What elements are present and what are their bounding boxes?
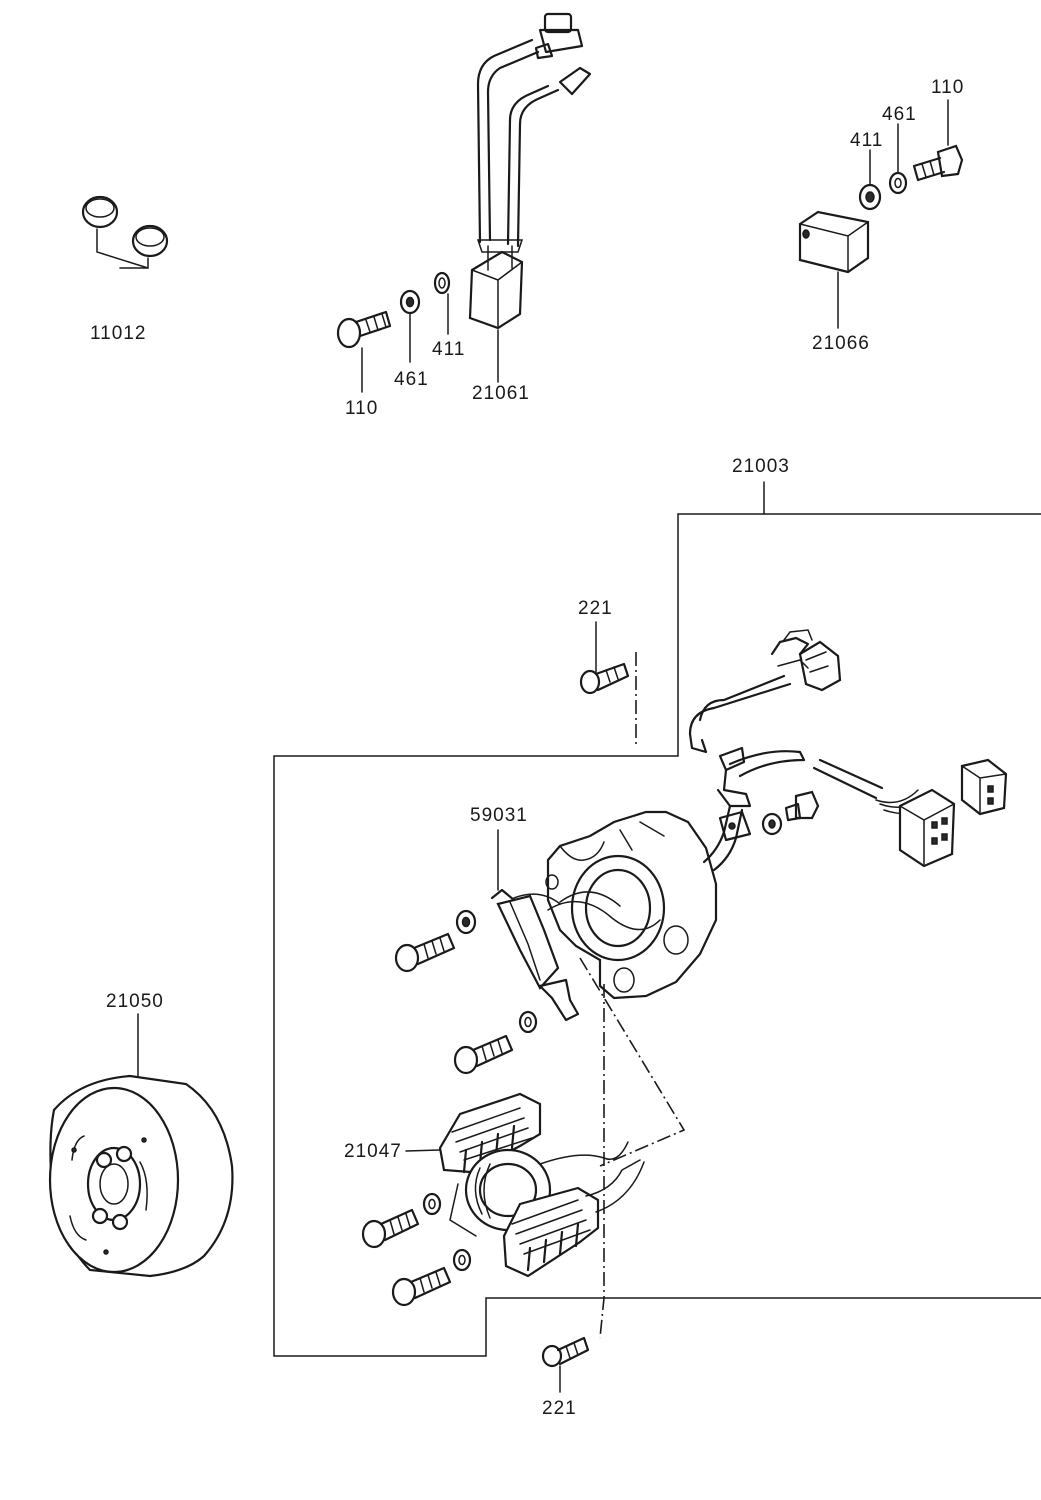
label-59031: 59031 bbox=[470, 805, 528, 826]
charging-coil-21047[interactable] bbox=[438, 1092, 645, 1278]
wire-harness[interactable] bbox=[688, 629, 1008, 868]
label-221-top: 221 bbox=[578, 598, 613, 619]
washer-461-left[interactable] bbox=[399, 289, 421, 315]
label-21003: 21003 bbox=[732, 456, 790, 477]
label-110-right: 110 bbox=[931, 77, 964, 98]
washer-411-right[interactable] bbox=[858, 183, 882, 211]
bolt-110-right[interactable] bbox=[912, 144, 964, 182]
label-221-bottom: 221 bbox=[542, 1398, 577, 1419]
screw-221-top[interactable] bbox=[579, 621, 630, 695]
ignition-coil-21061[interactable] bbox=[468, 12, 592, 330]
label-21050: 21050 bbox=[106, 991, 164, 1012]
label-411-right: 411 bbox=[850, 130, 883, 151]
label-411-left: 411 bbox=[432, 339, 465, 360]
coil-bolt-upper[interactable] bbox=[361, 1192, 442, 1249]
washer-461-right[interactable] bbox=[888, 171, 908, 195]
harness-bolt[interactable] bbox=[761, 790, 820, 836]
coil-bolt-lower[interactable] bbox=[391, 1248, 472, 1307]
assembly-outline-21003 bbox=[273, 481, 1041, 1357]
cap-part-11012[interactable] bbox=[81, 195, 169, 269]
screw-221-bottom[interactable] bbox=[541, 1336, 590, 1368]
pickup-coil-59031[interactable] bbox=[490, 888, 580, 1022]
label-21066: 21066 bbox=[812, 333, 870, 354]
label-461-left: 461 bbox=[394, 369, 429, 390]
label-21047: 21047 bbox=[344, 1141, 402, 1162]
pickup-bolt-upper[interactable] bbox=[394, 909, 477, 973]
stator-housing[interactable] bbox=[545, 804, 744, 1000]
regulator-21066[interactable] bbox=[798, 210, 870, 274]
label-21061: 21061 bbox=[472, 383, 530, 404]
label-110-left: 110 bbox=[345, 398, 378, 419]
bolt-110-left[interactable] bbox=[336, 310, 392, 349]
washer-411-left[interactable] bbox=[433, 271, 451, 295]
flywheel-21050[interactable] bbox=[48, 1074, 234, 1278]
pickup-bolt-lower[interactable] bbox=[453, 1010, 538, 1075]
label-461-right: 461 bbox=[882, 104, 917, 125]
label-11012: 11012 bbox=[90, 323, 146, 344]
